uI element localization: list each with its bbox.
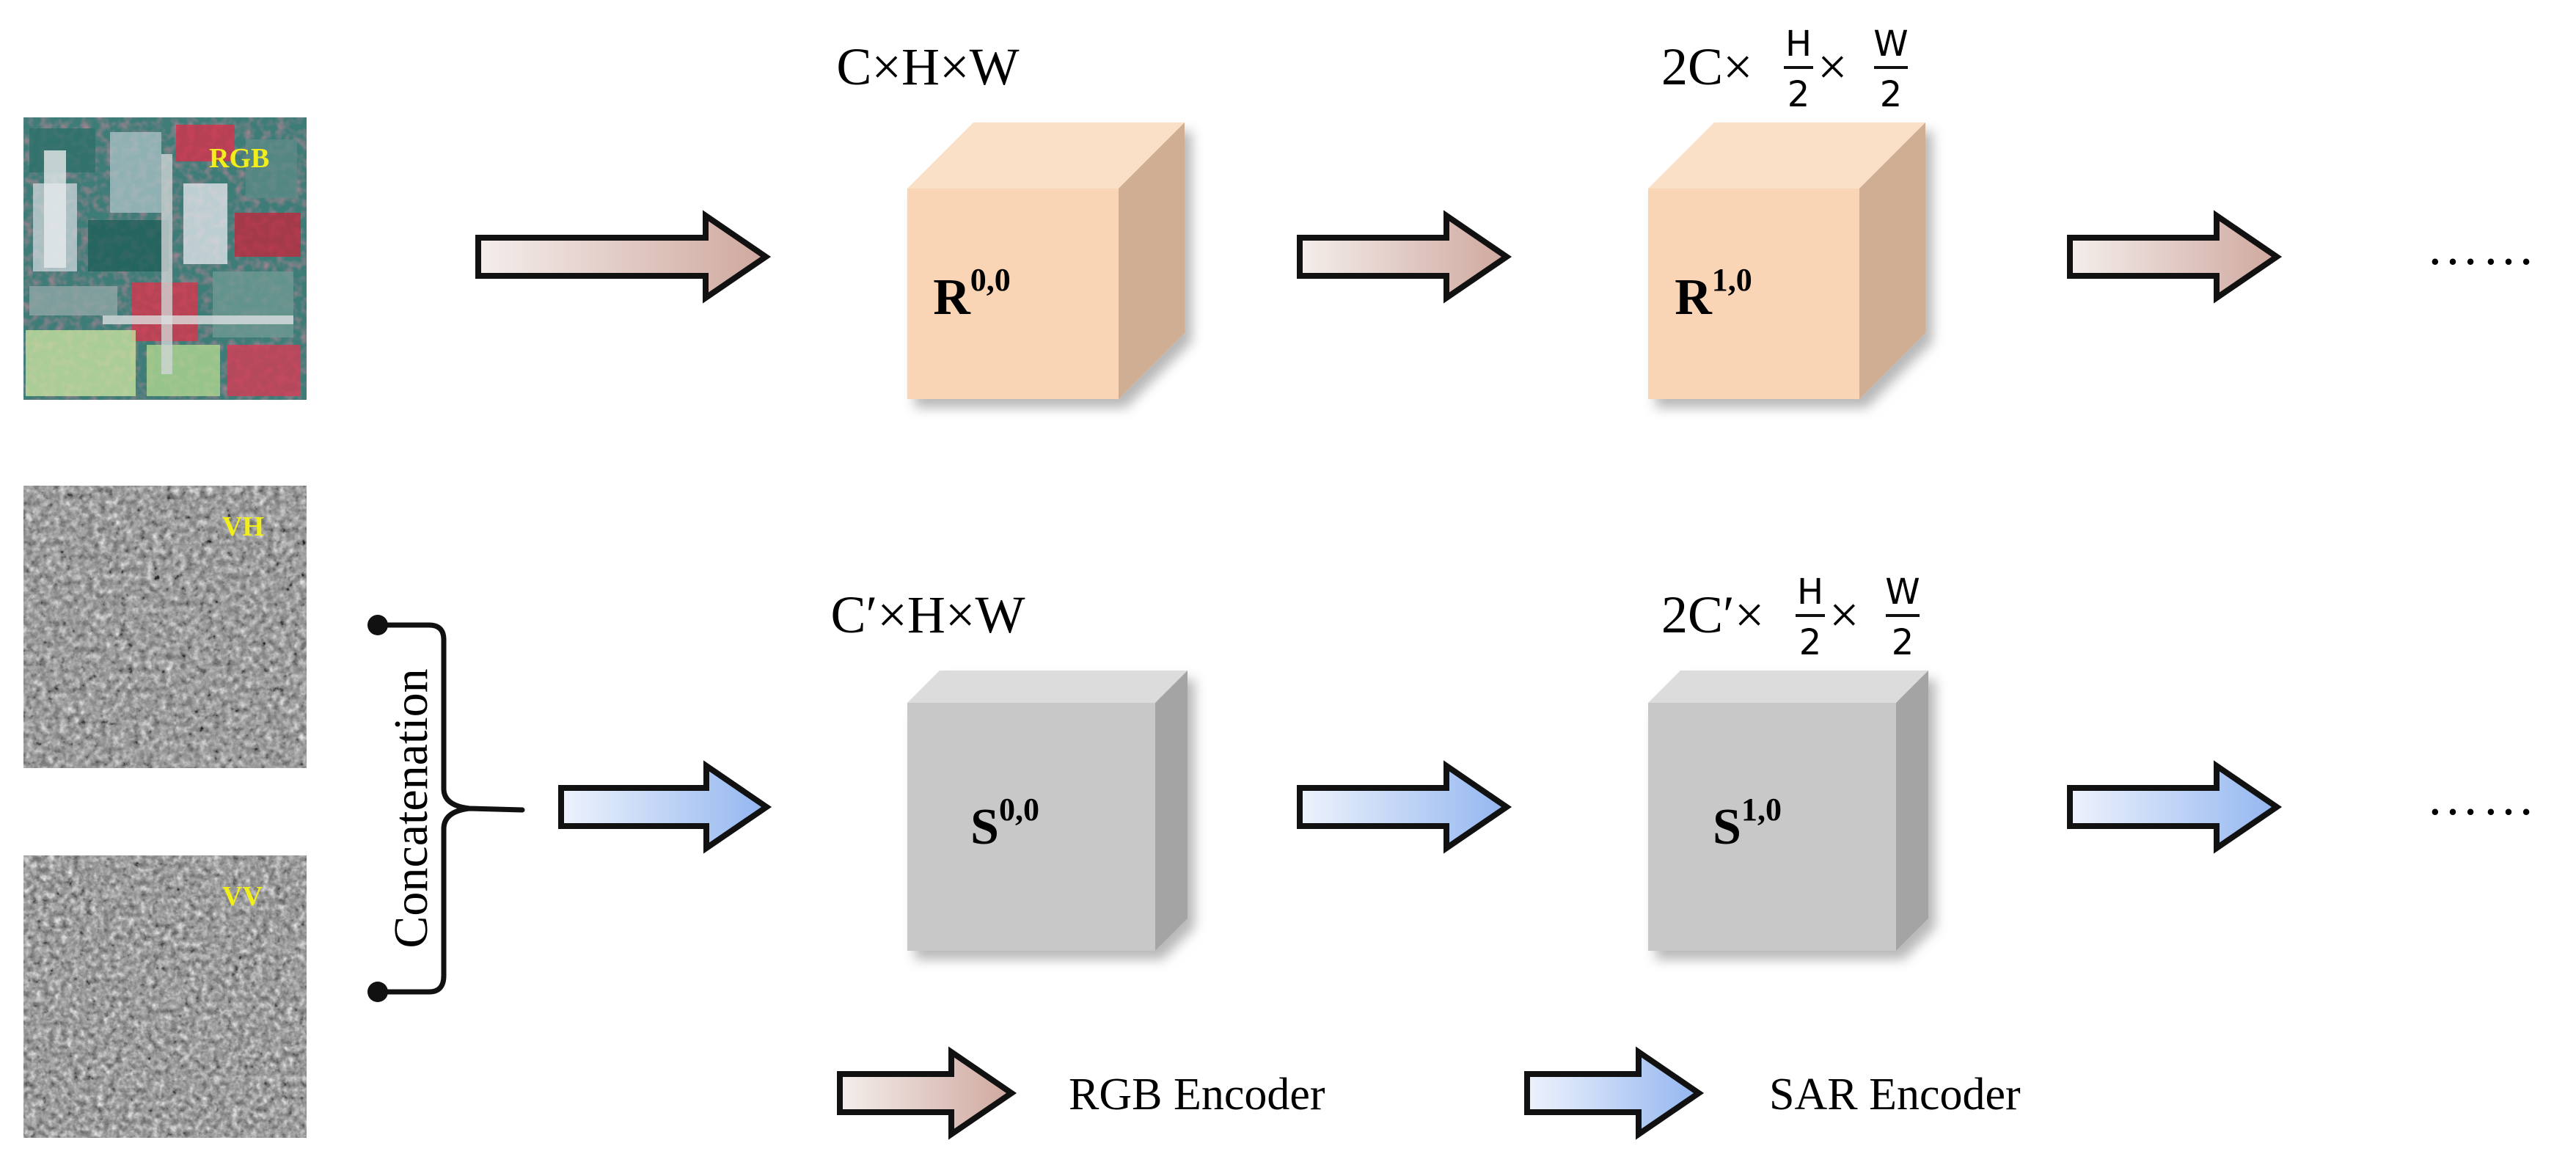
legend: RGB Encoder SAR Encoder [837,1046,2021,1140]
sar-dims-level0: C′×H×W [831,585,1025,644]
vh-image-label: VH [222,511,264,542]
cube-r10 [1648,123,1925,399]
cube-s10 [1648,671,1928,951]
cube-label-s10: S1,0 [1713,792,1782,855]
cube-label-r00: R0,0 [933,262,1011,326]
svg-text:W: W [1885,571,1920,613]
concatenation-label: Concatenation [384,668,438,948]
concatenation-brace: Concatenation [367,615,525,1002]
rgb-continuation: …… [2426,217,2538,276]
svg-text:S1,0: S1,0 [1713,792,1782,855]
vv-input-image: VV [23,855,307,1138]
svg-text:H: H [1797,571,1823,613]
vh-input-image: VH [23,486,307,768]
cube-label-s00: S0,0 [970,792,1039,855]
rgb-dims-level0: C×H×W [836,37,1019,96]
svg-text:2: 2 [1788,74,1810,115]
svg-text:S0,0: S0,0 [970,792,1039,855]
brace-bottom-dot [367,982,388,1002]
feature-cubes [907,123,1928,951]
legend-sar-encoder-label: SAR Encoder [1769,1070,2021,1120]
cube-s00 [907,671,1188,951]
sar-continuation: …… [2426,767,2538,826]
cube-r00 [907,123,1185,399]
brace-top-dot [367,615,388,635]
rgb-image-label: RGB [209,143,269,174]
sar-arrow-1-next [2067,760,2283,854]
svg-text:R0,0: R0,0 [933,262,1011,326]
sar-arrow-0-1 [1297,760,1512,854]
vv-image-label: VV [222,881,263,912]
rgb-arrow-1-next [2067,210,2283,304]
svg-text:R1,0: R1,0 [1675,262,1752,326]
sar-dims-level1: 2C′× H 2 × W 2 [1661,571,1920,663]
cube-label-r10: R1,0 [1675,262,1752,326]
legend-rgb-encoder-label: RGB Encoder [1069,1070,1325,1120]
sar-input-arrow [558,760,772,854]
svg-text:2: 2 [1799,622,1822,663]
legend-sar-arrow [1524,1046,1705,1140]
arrows [475,210,2283,854]
svg-text:2: 2 [1892,622,1914,663]
rgb-arrow-0-1 [1297,210,1512,304]
svg-text:2: 2 [1880,74,1903,115]
svg-text:×: × [1818,37,1848,96]
rgb-input-arrow [475,210,772,304]
rgb-dims-level1: 2C× H 2 × W 2 [1661,23,1909,115]
legend-rgb-arrow [837,1046,1017,1140]
svg-text:2C′×: 2C′× [1661,585,1764,644]
svg-text:H: H [1785,23,1812,65]
rgb-input-image: RGB [23,117,307,400]
svg-text:2C×: 2C× [1661,37,1753,96]
svg-text:×: × [1829,585,1859,644]
svg-text:W: W [1873,23,1908,65]
